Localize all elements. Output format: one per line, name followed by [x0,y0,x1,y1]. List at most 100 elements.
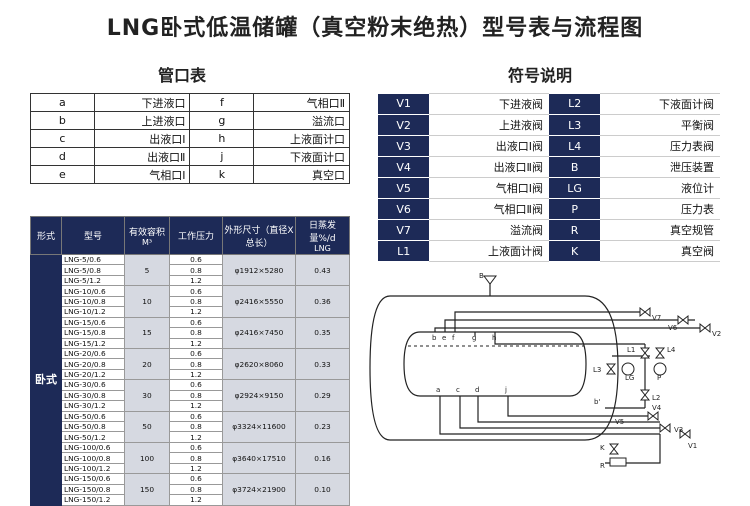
model-name: LNG-20/0.6 [61,347,125,360]
model-size: φ2416×7450 [222,316,296,349]
model-volume: 150 [124,473,170,506]
valve-label: V3 [674,426,683,434]
model-name: LNG-100/0.8 [61,452,125,464]
model-pressure: 1.2 [169,400,223,412]
model-size: φ2924×9150 [222,379,296,412]
port-code: c [30,129,95,148]
model-pressure: 1.2 [169,337,223,349]
legend-desc: 下液面计阀 [600,93,720,115]
valve-label: R [600,462,605,470]
header-size: 外形尺寸（直径X总长） [222,216,296,255]
valve-b [483,275,497,285]
legend-desc: 真空阀 [600,240,720,262]
valve-label: B [479,272,484,280]
outer-vessel [369,295,619,441]
model-name: LNG-10/0.8 [61,295,125,308]
model-volume: 5 [124,253,170,287]
valve-label: V1 [688,442,697,450]
model-name: LNG-50/1.2 [61,431,125,443]
model-volume: 20 [124,347,170,381]
legend-code: K [548,240,601,262]
legend-code: V5 [378,177,430,199]
model-name: LNG-10/1.2 [61,306,125,318]
legend-desc: 出液口Ⅰ阀 [429,135,549,157]
model-pressure: 1.2 [169,431,223,443]
valve-v2 [699,322,711,334]
model-form: 卧式 [30,254,62,506]
valve-l3 [605,363,617,375]
port-name: 出液口Ⅰ [93,129,191,148]
model-name: LNG-30/1.2 [61,400,125,412]
model-name: LNG-50/0.6 [61,410,125,423]
model-name: LNG-50/0.8 [61,420,125,433]
model-name: LNG-100/1.2 [61,462,125,475]
model-evap: 0.35 [295,316,350,349]
model-pressure: 0.8 [169,420,223,433]
port-name: 真空口 [253,165,350,184]
flow-diagram: B V2 V6 V7 L1 L3 L4 LG P L2 V4 V3 V1 V5 … [369,272,721,470]
valve-v7 [639,306,651,318]
legend-code: L4 [548,135,601,157]
header-pressure: 工作压力 [169,216,223,255]
line-mark: b' [594,398,600,406]
model-evap: 0.23 [295,410,350,443]
model-pressure: 0.6 [169,347,223,360]
legend-desc: 上液面计阀 [429,240,549,262]
legend-code: V6 [378,198,430,220]
model-pressure: 0.8 [169,358,223,370]
model-name: LNG-15/0.6 [61,316,125,329]
valve-l4 [654,347,666,359]
page-title: LNG卧式低温储罐（真空粉末绝热）型号表与流程图 [106,16,644,41]
model-name: LNG-5/0.6 [61,253,125,266]
model-name: LNG-10/0.6 [61,285,125,297]
legend-code: V4 [378,156,430,178]
model-evap: 0.10 [295,473,350,506]
valve-label: LG [625,374,634,382]
port-name: 出液口Ⅱ [93,147,191,166]
model-name: LNG-150/0.6 [61,473,125,485]
model-name: LNG-30/0.6 [61,379,125,391]
valve-label: K [600,444,605,452]
legend-desc: 上进液阀 [429,114,549,136]
valve-label: L2 [652,394,660,402]
valve-label: V5 [615,418,624,426]
model-pressure: 0.8 [169,295,223,308]
port-label: j [504,386,507,394]
model-volume: 10 [124,285,170,318]
port-code: g [189,111,255,130]
legend-heading: 符号说明 [508,66,573,85]
valve-label: L3 [593,366,601,374]
model-pressure: 0.8 [169,264,223,276]
legend-code: L3 [548,114,601,136]
port-code: k [189,165,255,184]
port-code: e [30,165,95,184]
model-size: φ2416×5550 [222,285,296,318]
legend-code: V1 [378,93,430,115]
port-label: b [432,334,437,342]
model-size: φ3724×21900 [222,473,296,506]
model-evap: 0.43 [295,253,350,287]
port-name: 溢流口 [253,111,350,130]
model-pressure: 1.2 [169,306,223,318]
header-form: 形式 [30,216,62,255]
legend-desc: 平衡阀 [600,114,720,136]
port-code: h [189,129,255,148]
model-pressure: 0.8 [169,327,223,339]
legend-code: V7 [378,219,430,241]
valve-label: V4 [652,404,662,412]
